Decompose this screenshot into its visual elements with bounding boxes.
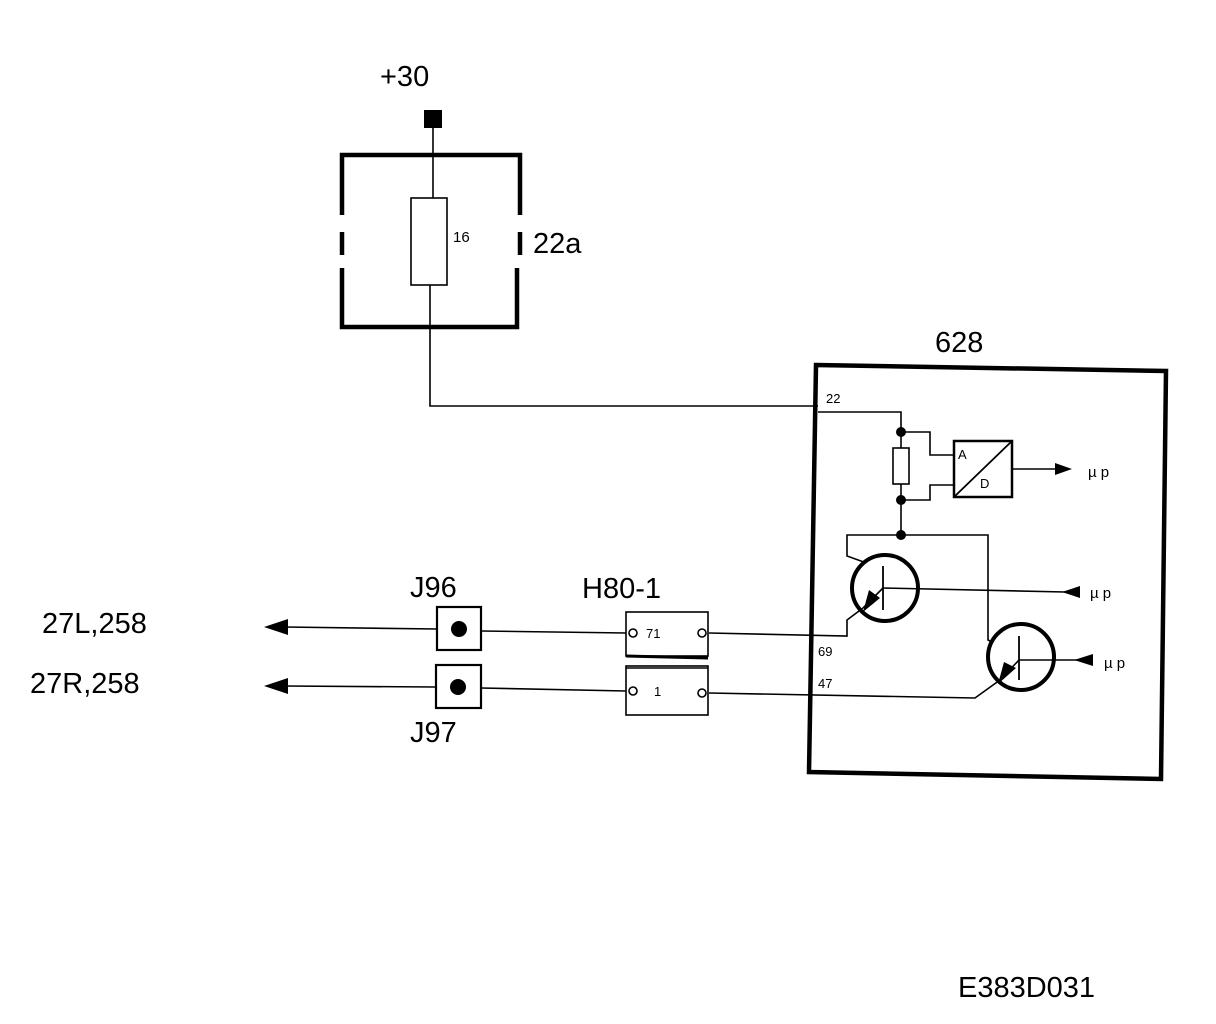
up-input-2-label: µ p	[1104, 655, 1125, 672]
arrow-icon	[264, 678, 288, 694]
supply-terminal	[424, 110, 442, 128]
connector-h80-1	[625, 611, 709, 716]
connector-pin-1-label: 1	[654, 684, 661, 699]
pin-69-label: 69	[818, 644, 832, 659]
wire-left	[284, 626, 627, 634]
junction-j96-label: J96	[410, 572, 457, 604]
connector-pin-71-label: 71	[646, 626, 660, 641]
arrow-icon	[264, 619, 288, 635]
internal-wire	[818, 411, 902, 432]
arrow-icon	[1062, 586, 1080, 598]
shunt-resistor	[892, 447, 910, 485]
arrow-icon	[1074, 654, 1093, 666]
arrow-icon	[1055, 463, 1072, 475]
output-wire-47	[708, 679, 1001, 699]
adc-d-label: D	[980, 476, 989, 491]
up-output-label: µ p	[1088, 464, 1109, 481]
dest-left-label: 27L,258	[42, 608, 147, 640]
fuse-rating-label: 16	[453, 229, 470, 246]
transistor-2	[986, 622, 1056, 692]
junction-j97-label: J97	[410, 717, 457, 749]
connector-label: H80-1	[582, 573, 661, 605]
module-box	[806, 362, 1169, 782]
up-input-1-label: µ p	[1090, 585, 1111, 602]
module-label: 628	[935, 327, 983, 359]
fuse-box-label: 22a	[533, 228, 582, 260]
wire-right	[284, 685, 627, 692]
pin-22-label: 22	[826, 391, 840, 406]
dest-right-label: 27R,258	[30, 668, 140, 700]
feed-wire	[429, 285, 818, 407]
supply-label: +30	[380, 61, 429, 93]
fuse	[410, 197, 448, 286]
pin-47-label: 47	[818, 676, 832, 691]
output-wire-69	[708, 607, 864, 637]
drawing-id: E383D031	[958, 972, 1095, 1004]
bus-wire	[846, 534, 901, 566]
adc-a-label: A	[958, 447, 967, 462]
